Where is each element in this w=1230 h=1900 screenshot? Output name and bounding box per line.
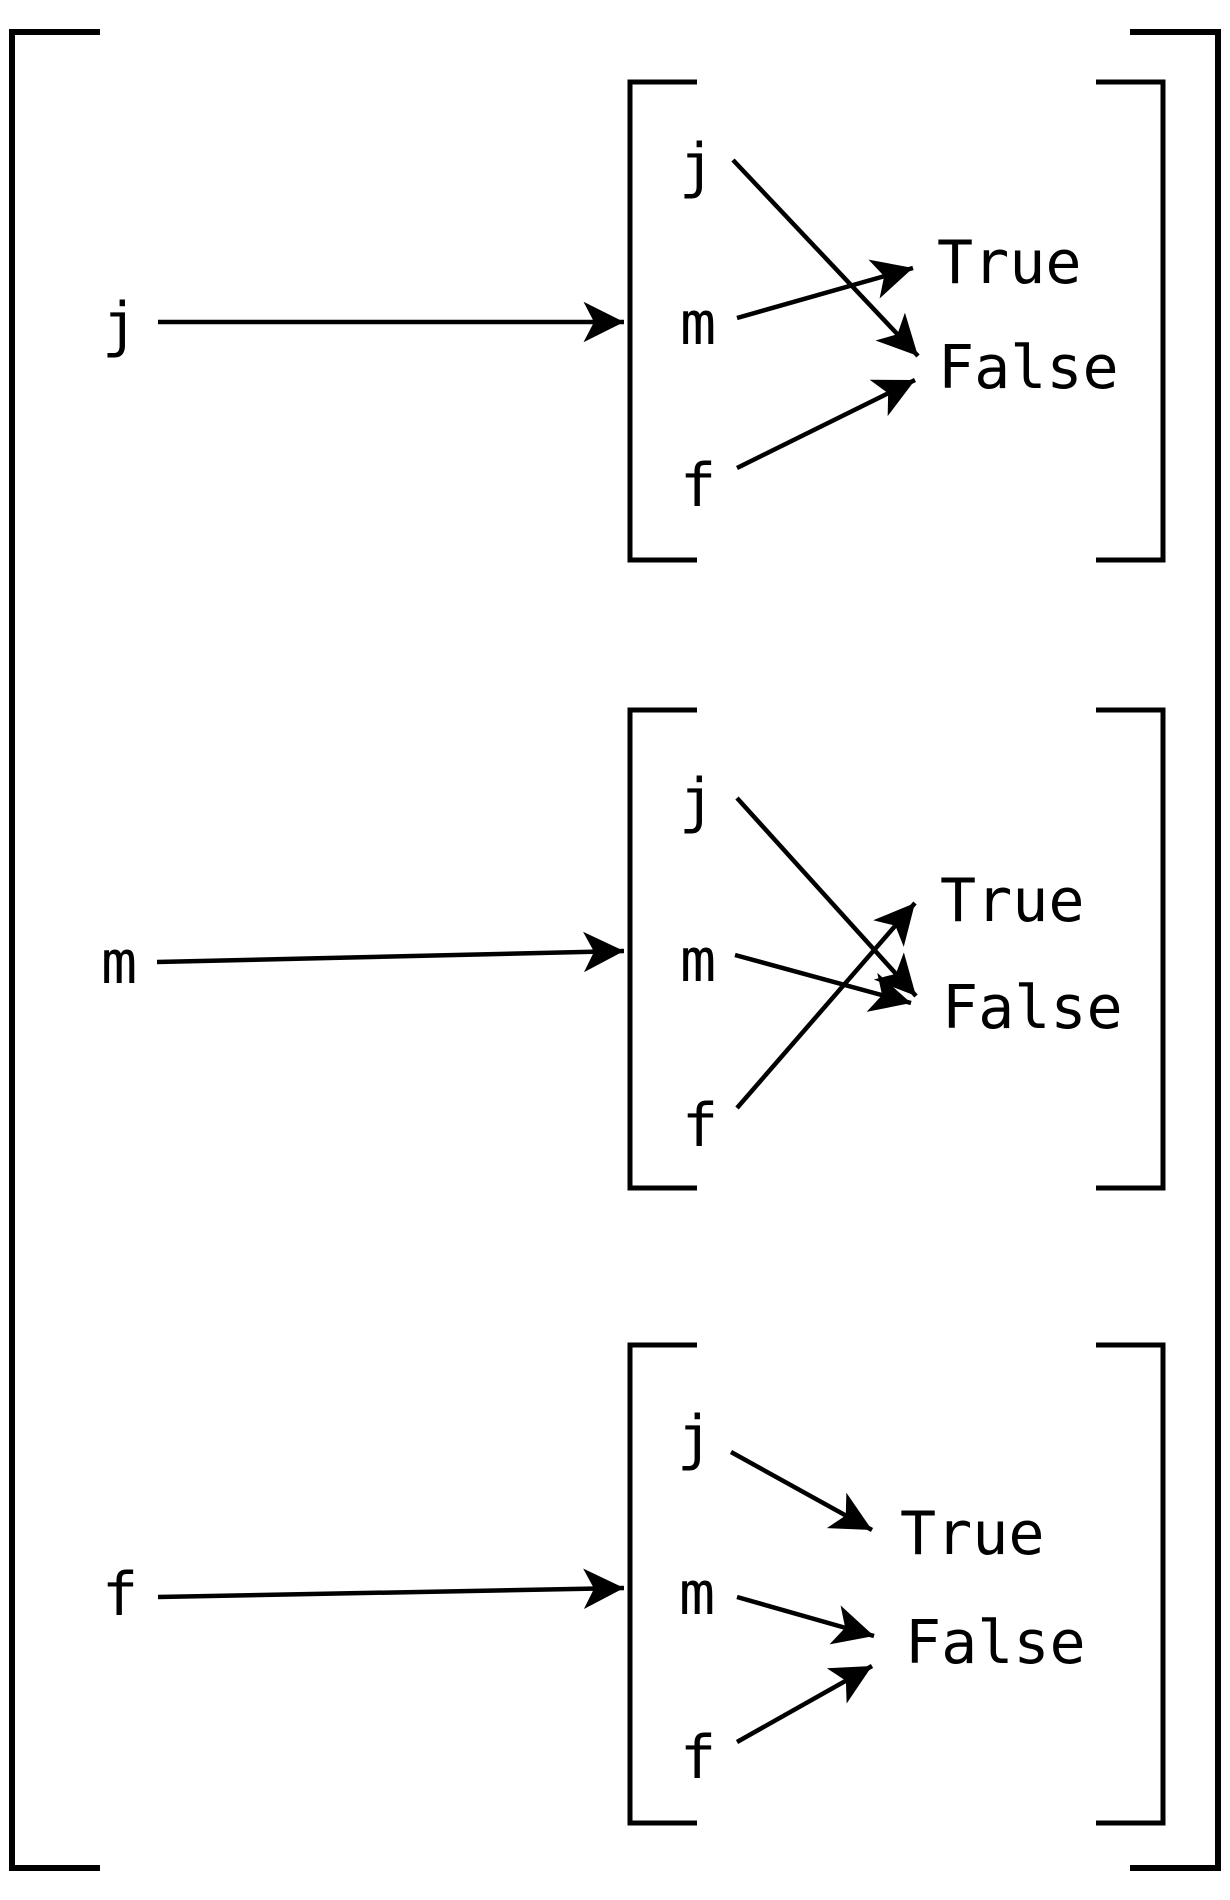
output-label-true: True bbox=[940, 866, 1085, 936]
mapping-arrow-f-to-false bbox=[735, 1664, 874, 1744]
mapping-arrow-j-to-false bbox=[731, 158, 920, 358]
inner-bracket-right bbox=[1096, 79, 1166, 563]
inner-bracket-right bbox=[1096, 707, 1166, 1191]
source-label-f: f bbox=[102, 1560, 138, 1630]
source-label-m: m bbox=[101, 928, 137, 998]
input-label-f: f bbox=[680, 1723, 716, 1793]
input-label-m: m bbox=[679, 1559, 715, 1629]
input-label-j: j bbox=[679, 131, 715, 201]
inner-bracket-right bbox=[1096, 1342, 1166, 1826]
source-label-j: j bbox=[102, 290, 138, 360]
input-label-j: j bbox=[677, 1403, 713, 1473]
inner-bracket-left bbox=[627, 707, 697, 1191]
output-label-true: True bbox=[937, 228, 1082, 298]
outer-bracket-left bbox=[9, 29, 100, 1871]
source-arrow-m bbox=[156, 931, 625, 973]
mapping-arrow-m-to-false bbox=[736, 1594, 875, 1645]
mapping-arrow-f-to-false bbox=[736, 377, 916, 471]
mapping-arrow-m-to-false bbox=[734, 952, 912, 1012]
output-label-true: True bbox=[900, 1499, 1045, 1569]
mapping-arrow-j-to-false bbox=[735, 796, 918, 998]
input-label-f: f bbox=[682, 1091, 718, 1161]
mapping-arrow-f-to-true bbox=[735, 901, 917, 1110]
mapping-arrow-m-to-true bbox=[736, 259, 914, 321]
outer-bracket-right bbox=[1130, 29, 1221, 1871]
output-label-false: False bbox=[942, 973, 1123, 1043]
input-label-f: f bbox=[680, 451, 716, 521]
inner-bracket-left bbox=[627, 79, 697, 563]
source-arrow-f bbox=[157, 1568, 625, 1610]
mapping-arrow-j-to-true bbox=[729, 1450, 874, 1532]
output-label-false: False bbox=[938, 333, 1119, 403]
input-label-m: m bbox=[680, 289, 716, 359]
input-label-j: j bbox=[679, 766, 715, 836]
output-label-false: False bbox=[905, 1608, 1086, 1678]
inner-bracket-left bbox=[627, 1342, 697, 1826]
input-label-m: m bbox=[680, 926, 716, 996]
